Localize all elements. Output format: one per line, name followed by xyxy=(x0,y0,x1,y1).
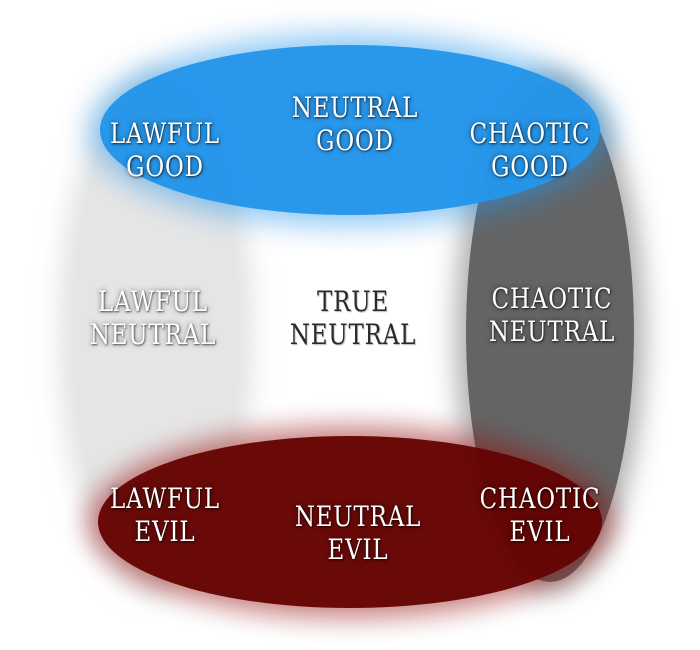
label-chaotic-good: CHAOTIC GOOD xyxy=(469,117,591,183)
evil-ellipse xyxy=(98,436,602,608)
label-chaotic-evil: CHAOTIC EVIL xyxy=(479,482,601,548)
label-neutral-evil: NEUTRAL EVIL xyxy=(294,500,422,566)
good-ellipse xyxy=(100,45,600,215)
label-neutral-good: NEUTRAL GOOD xyxy=(291,91,419,157)
label-true-neutral: TRUE NEUTRAL xyxy=(289,285,417,351)
label-lawful-neutral: LAWFUL NEUTRAL xyxy=(89,285,217,351)
label-lawful-evil: LAWFUL EVIL xyxy=(110,482,220,548)
label-lawful-good: LAWFUL GOOD xyxy=(110,117,220,183)
label-chaotic-neutral: CHAOTIC NEUTRAL xyxy=(488,282,616,348)
